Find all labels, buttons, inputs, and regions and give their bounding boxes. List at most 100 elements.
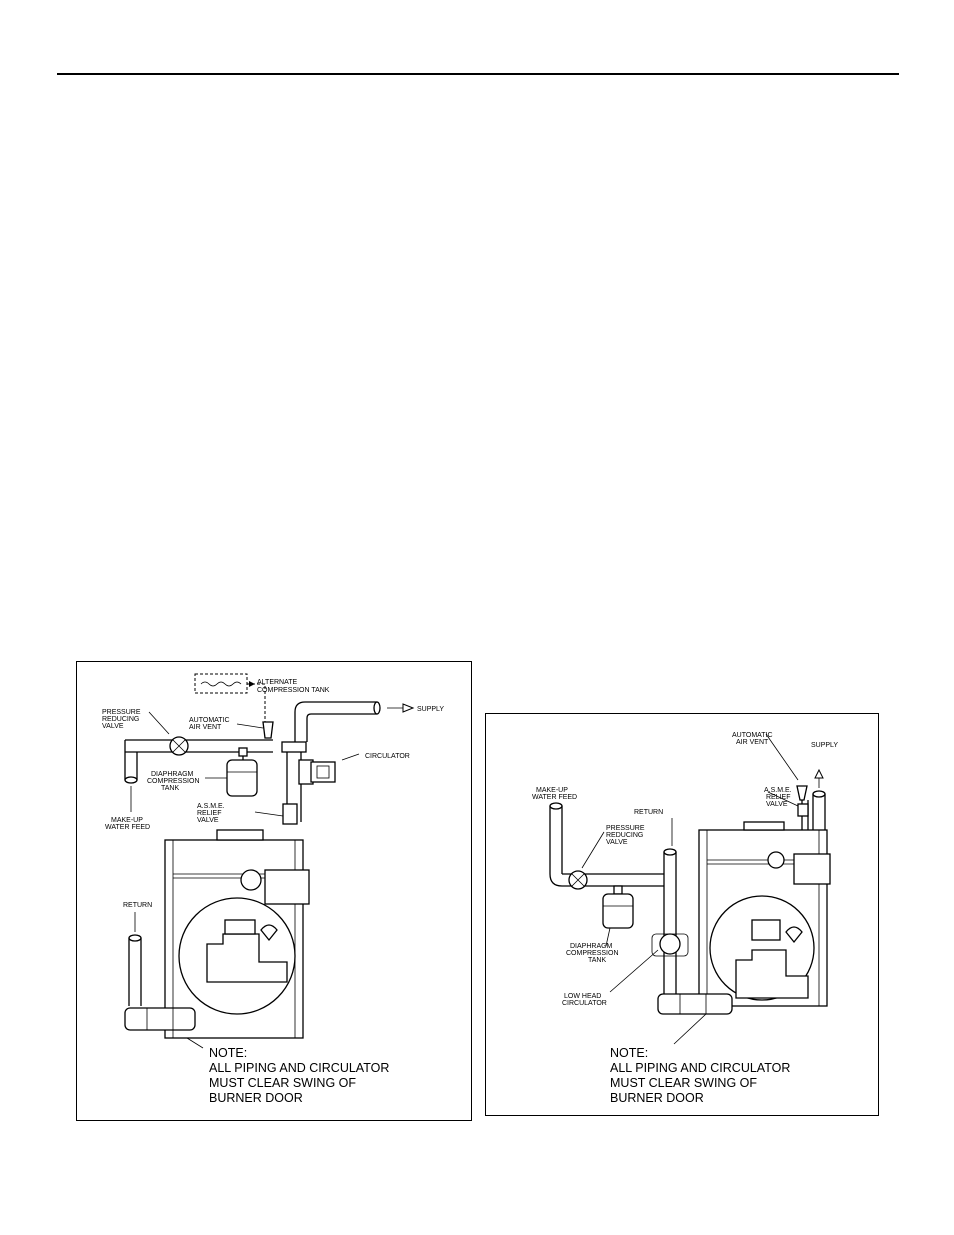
leader <box>605 927 611 947</box>
label-makeup-water: MAKE-UP <box>111 817 143 824</box>
tank-connector <box>613 885 623 895</box>
makeup-drop-pipe <box>549 806 563 874</box>
label-relief-valve: VALVE <box>197 817 219 824</box>
label-air-vent: AUTOMATIC <box>189 717 230 724</box>
label-pressure-reducing-valve: VALVE <box>102 723 124 730</box>
supply-riser <box>812 794 826 830</box>
burner-tab <box>260 924 278 942</box>
burner <box>735 949 809 999</box>
relief-valve <box>797 803 809 817</box>
circulator-motor <box>310 761 336 783</box>
label-diaphragm-tank: TANK <box>161 785 179 792</box>
return-pipe <box>128 938 142 1006</box>
burner-motor <box>751 919 781 941</box>
note-line: MUST CLEAR SWING OF <box>209 1076 356 1090</box>
makeup-drop-pipe <box>124 740 138 780</box>
valve-cross <box>571 873 585 887</box>
gauge <box>240 869 262 891</box>
return-riser <box>663 852 677 1014</box>
leader <box>581 831 605 869</box>
burner <box>206 933 288 983</box>
air-vent <box>262 721 274 739</box>
alternate-tank-box <box>194 673 248 694</box>
leader <box>765 733 799 781</box>
note-line: MUST CLEAR SWING OF <box>610 1076 757 1090</box>
note-line: BURNER DOOR <box>209 1091 303 1105</box>
supply-arrow <box>402 703 415 713</box>
low-head-circulator <box>659 933 681 955</box>
note-title: NOTE: <box>610 1046 648 1060</box>
riser-tee <box>281 741 307 753</box>
gauge <box>767 851 785 869</box>
label-return: RETURN <box>123 902 152 909</box>
label-pressure-reducing-valve: PRESSURE <box>102 709 141 716</box>
label-relief-valve: RELIEF <box>766 794 791 801</box>
label-pressure-reducing-valve: PRESSURE <box>606 825 645 832</box>
supply-pipe-bottom <box>306 713 377 742</box>
piping-diagram-left: ALTERNATE COMPRESSION TANK SUPPLY PRESSU… <box>76 661 472 1121</box>
leader <box>186 1037 204 1049</box>
makeup-header-pipe <box>125 739 273 753</box>
leader <box>673 1013 707 1045</box>
label-low-head-circulator: LOW HEAD <box>564 993 601 1000</box>
leader <box>236 723 264 729</box>
leader <box>341 753 360 761</box>
control-box <box>264 869 310 905</box>
makeup-header-pipe <box>549 873 664 887</box>
label-relief-valve: VALVE <box>766 801 788 808</box>
label-circulator: CIRCULATOR <box>365 753 410 760</box>
diaphragm-tank <box>602 893 634 929</box>
makeup-pipe-end <box>124 776 138 784</box>
note-line: BURNER DOOR <box>610 1091 704 1105</box>
return-header <box>124 1007 196 1031</box>
label-low-head-circulator: CIRCULATOR <box>562 1000 607 1007</box>
label-diaphragm-tank: DIAPHRAGM <box>151 771 194 778</box>
label-relief-valve: A.S.M.E. <box>764 787 792 794</box>
label-supply: SUPPLY <box>417 706 444 713</box>
return-header-joints <box>679 994 707 1014</box>
diaphragm-tank <box>226 759 258 797</box>
label-relief-valve: A.S.M.E. <box>197 803 225 810</box>
burner-motor <box>224 919 256 935</box>
label-diaphragm-tank: TANK <box>588 957 606 964</box>
leader <box>767 791 799 807</box>
circulator-box <box>316 765 330 779</box>
return-header-joints <box>146 1008 174 1030</box>
label-air-vent: AIR VENT <box>736 739 769 746</box>
alternate-tank-wave <box>200 681 242 687</box>
label-supply: SUPPLY <box>811 742 838 749</box>
label-makeup-water: WATER FEED <box>532 794 577 801</box>
return-header <box>657 993 733 1015</box>
piping-drawing-left: ALTERNATE COMPRESSION TANK SUPPLY PRESSU… <box>102 673 444 1105</box>
label-diaphragm-tank: DIAPHRAGM <box>570 943 613 950</box>
tank-connector <box>238 747 248 757</box>
return-pipe-end <box>128 934 142 942</box>
control-box <box>793 853 831 885</box>
supply-arrow <box>814 768 824 779</box>
burner-door <box>709 895 815 1001</box>
label-return: RETURN <box>634 809 663 816</box>
burner-tab <box>785 926 803 944</box>
label-pressure-reducing-valve: REDUCING <box>606 832 643 839</box>
label-alternate-tank: COMPRESSION TANK <box>257 687 330 694</box>
burner-door <box>178 897 296 1015</box>
leader <box>254 811 284 817</box>
air-vent <box>796 785 808 801</box>
arrow <box>249 681 255 687</box>
note-line: ALL PIPING AND CIRCULATOR <box>209 1061 389 1075</box>
piping-drawing-right: AUTOMATIC AIR VENT SUPPLY A.S.M.E. RELIE… <box>532 732 838 1105</box>
relief-valve <box>282 803 298 825</box>
label-makeup-water: WATER FEED <box>105 824 150 831</box>
piping-diagram-right: AUTOMATIC AIR VENT SUPPLY A.S.M.E. RELIE… <box>485 713 879 1116</box>
circulator-flange <box>651 933 689 957</box>
label-air-vent: AUTOMATIC <box>732 732 773 739</box>
valve-cross <box>172 739 186 753</box>
supply-pipe-end <box>812 790 826 798</box>
header-rule <box>57 73 899 75</box>
label-air-vent: AIR VENT <box>189 724 222 731</box>
boiler-top-box <box>216 829 264 841</box>
label-alternate-tank: ALTERNATE <box>257 679 298 686</box>
leader <box>148 711 170 735</box>
supply-pipe-top <box>294 701 377 742</box>
makeup-pipe-end <box>549 802 563 810</box>
